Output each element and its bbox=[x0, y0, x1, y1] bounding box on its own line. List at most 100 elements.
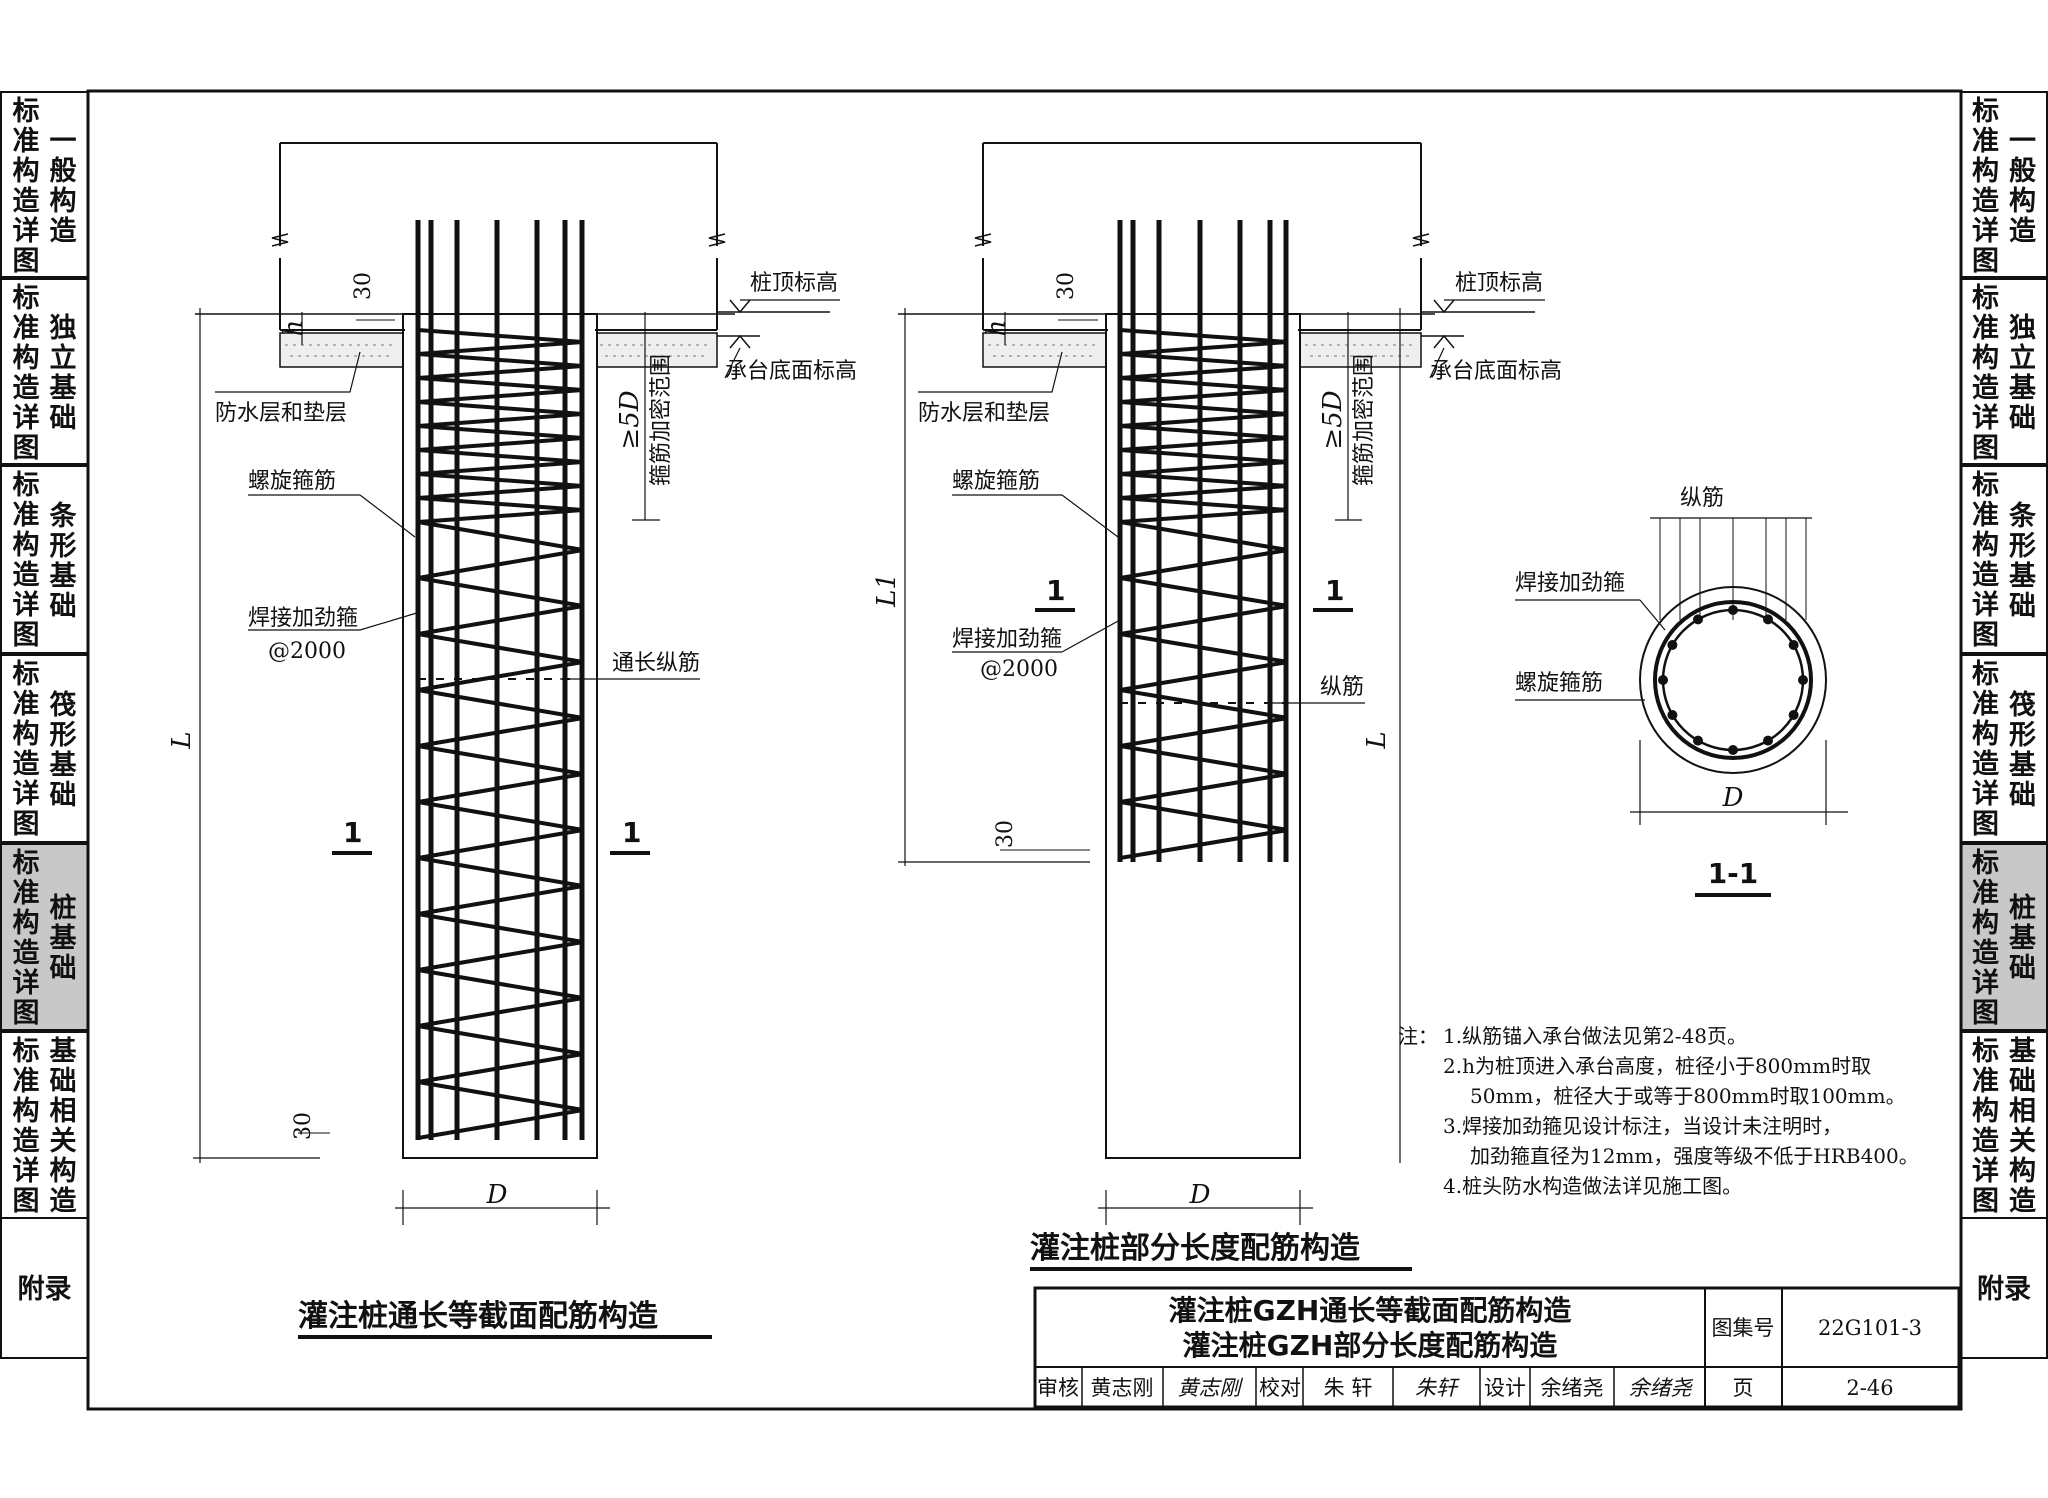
note-line-4: 3.焊接加劲箍见设计标注，当设计未注明时， bbox=[1443, 1114, 1842, 1138]
rebar-dot bbox=[1693, 735, 1703, 746]
appendix-label: 附录 bbox=[17, 1274, 72, 1305]
section-spiral-label: 螺旋箍筋 bbox=[1515, 671, 1603, 696]
tb-page-label: 页 bbox=[1733, 1376, 1754, 1400]
waterproof-label: 防水层和垫层 bbox=[215, 401, 347, 426]
side-tab-category: 标准构造详图 bbox=[1972, 1036, 1999, 1217]
side-tab-category: 标准构造详图 bbox=[12, 96, 40, 277]
D-dim: D bbox=[1189, 1180, 1211, 1210]
appendix-tab-left[interactable]: 附录 bbox=[0, 1219, 89, 1359]
tb-design-label: 设计 bbox=[1484, 1376, 1526, 1400]
weld-spacing: @2000 bbox=[980, 657, 1058, 682]
side-tab-label: 条形基础 bbox=[49, 500, 77, 622]
weld-hoop-label: 焊接加劲箍 bbox=[952, 627, 1062, 652]
L-dim: L bbox=[1362, 731, 1392, 749]
notes: 注： 1.纵筋锚入承台做法见第2-48页。 2.h为桩顶进入承台高度，桩径小于8… bbox=[1398, 1024, 1919, 1198]
side-tab-category: 标准构造详图 bbox=[1972, 848, 1999, 1029]
dense-len: ≥5D bbox=[1318, 390, 1348, 449]
section-long-bar-label: 纵筋 bbox=[1680, 486, 1724, 511]
note-line-3: 50mm，桩径大于或等于800mm时取100mm。 bbox=[1470, 1084, 1906, 1108]
figure-1-full-length-pile: 桩顶标高 承台底面标高 防水层和垫层 h 30 ≥5D 箍筋加密范围 螺旋箍筋 … bbox=[167, 142, 857, 1339]
tb-page-no: 2-46 bbox=[1846, 1376, 1893, 1400]
side-tab-category: 标准构造详图 bbox=[12, 659, 40, 840]
side-tab-category: 标准构造详图 bbox=[1972, 96, 1999, 277]
section-mark-right: 1 bbox=[1325, 574, 1344, 607]
side-tab-category: 标准构造详图 bbox=[12, 1036, 40, 1217]
title-block: 灌注桩GZH通长等截面配筋构造 灌注桩GZH部分长度配筋构造 图集号 22G10… bbox=[1033, 1286, 1961, 1409]
note-line-1: 1.纵筋锚入承台做法见第2-48页。 bbox=[1443, 1024, 1747, 1048]
side-tab-left-2[interactable]: 标准构造详图条形基础 bbox=[0, 465, 89, 654]
h-dim: h bbox=[982, 320, 1012, 337]
rebar-dot bbox=[1788, 640, 1799, 650]
note-line-2: 2.h为桩顶进入承台高度，桩径小于800mm时取 bbox=[1443, 1054, 1871, 1078]
side-tab-label: 一般构造 bbox=[2009, 125, 2036, 247]
tb-reviewer-signature: 黄志刚 bbox=[1178, 1376, 1244, 1400]
side-tab-left-5[interactable]: 标准构造详图基础相关构造 bbox=[0, 1031, 89, 1219]
side-tab-label: 筏形基础 bbox=[2009, 689, 2036, 811]
section-1-1: 纵筋 焊接加劲箍 螺旋箍筋 D 1-1 bbox=[1515, 486, 1848, 897]
sheet-frame bbox=[86, 89, 1963, 1411]
pile-top-label: 桩顶标高 bbox=[750, 271, 838, 296]
long-bar-label: 通长纵筋 bbox=[612, 651, 700, 676]
rebar-dot bbox=[1693, 614, 1703, 625]
longitudinal-bar-dots bbox=[1658, 605, 1808, 755]
tb-review-label: 审核 bbox=[1037, 1376, 1079, 1400]
tb-atlas-label: 图集号 bbox=[1712, 1316, 1775, 1340]
side-tab-right-1[interactable]: 标准构造详图独立基础 bbox=[1960, 278, 2048, 465]
rebar-dot bbox=[1763, 614, 1773, 625]
section-mark-right: 1 bbox=[622, 816, 641, 849]
cap-bottom-label: 承台底面标高 bbox=[1430, 359, 1562, 384]
side-tab-label: 基础相关构造 bbox=[49, 1036, 77, 1217]
tb-designer: 余绪尧 bbox=[1541, 1376, 1604, 1400]
h-dim: h bbox=[279, 320, 309, 337]
note-line-5: 加劲箍直径为12mm，强度等级不低于HRB400。 bbox=[1470, 1144, 1919, 1168]
rebar-dot bbox=[1728, 745, 1738, 755]
rebar-dot bbox=[1658, 675, 1668, 685]
side-tab-category: 标准构造详图 bbox=[1972, 659, 1999, 840]
side-tab-category: 标准构造详图 bbox=[12, 470, 40, 651]
tb-title-line2: 灌注桩GZH部分长度配筋构造 bbox=[1183, 1329, 1558, 1362]
spiral-label: 螺旋箍筋 bbox=[248, 469, 336, 494]
dim-30-top: 30 bbox=[351, 272, 376, 300]
dense-label: 箍筋加密范围 bbox=[1352, 354, 1377, 486]
side-tab-left-3[interactable]: 标准构造详图筏形基础 bbox=[0, 654, 89, 843]
L1-dim: L1 bbox=[872, 573, 902, 608]
pile-top-label: 桩顶标高 bbox=[1455, 271, 1543, 296]
long-bar-leaders bbox=[1659, 518, 1807, 620]
tb-checker: 朱 轩 bbox=[1324, 1376, 1373, 1400]
appendix-tab-right[interactable]: 附录 bbox=[1960, 1219, 2048, 1359]
spiral-stirrup bbox=[417, 328, 584, 1140]
side-tab-right-4[interactable]: 标准构造详图桩基础 bbox=[1960, 843, 2048, 1031]
tb-reviewer: 黄志刚 bbox=[1091, 1376, 1154, 1400]
side-tab-label: 桩基础 bbox=[2009, 893, 2036, 984]
section-D-dim: D bbox=[1722, 783, 1744, 813]
section-mark-left: 1 bbox=[343, 816, 362, 849]
dim-30-bottom: 30 bbox=[291, 1112, 316, 1140]
side-tab-right-2[interactable]: 标准构造详图条形基础 bbox=[1960, 465, 2048, 654]
tb-title-line1: 灌注桩GZH通长等截面配筋构造 bbox=[1169, 1294, 1572, 1327]
spiral-label: 螺旋箍筋 bbox=[952, 469, 1040, 494]
side-tab-label: 筏形基础 bbox=[49, 689, 77, 811]
rebar-dot bbox=[1667, 710, 1678, 720]
tb-check-label: 校对 bbox=[1259, 1376, 1301, 1400]
side-tab-category: 标准构造详图 bbox=[12, 283, 40, 464]
side-tab-label: 桩基础 bbox=[49, 893, 77, 984]
figure-2-title: 灌注桩部分长度配筋构造 bbox=[1030, 1231, 1360, 1266]
appendix-label: 附录 bbox=[1977, 1274, 2031, 1305]
rebar-dot bbox=[1788, 710, 1799, 720]
side-tab-right-3[interactable]: 标准构造详图筏形基础 bbox=[1960, 654, 2048, 843]
note-line-6: 4.桩头防水构造做法详见施工图。 bbox=[1443, 1174, 1742, 1198]
long-bar-label: 纵筋 bbox=[1320, 675, 1364, 700]
dim-30-bottom: 30 bbox=[993, 820, 1018, 848]
section-weld-label: 焊接加劲箍 bbox=[1515, 571, 1625, 596]
waterproof-label: 防水层和垫层 bbox=[918, 401, 1050, 426]
side-tab-label: 独立基础 bbox=[49, 312, 77, 434]
figure-1-title: 灌注桩通长等截面配筋构造 bbox=[298, 1299, 658, 1334]
tb-checker-signature: 朱轩 bbox=[1415, 1376, 1460, 1400]
side-tab-label: 基础相关构造 bbox=[2009, 1036, 2036, 1217]
dense-label: 箍筋加密范围 bbox=[649, 354, 674, 486]
dense-len: ≥5D bbox=[615, 390, 645, 449]
side-tab-left-0[interactable]: 标准构造详图一般构造 bbox=[0, 91, 89, 278]
weld-spacing: @2000 bbox=[268, 639, 346, 664]
L-dim: L bbox=[167, 731, 197, 749]
